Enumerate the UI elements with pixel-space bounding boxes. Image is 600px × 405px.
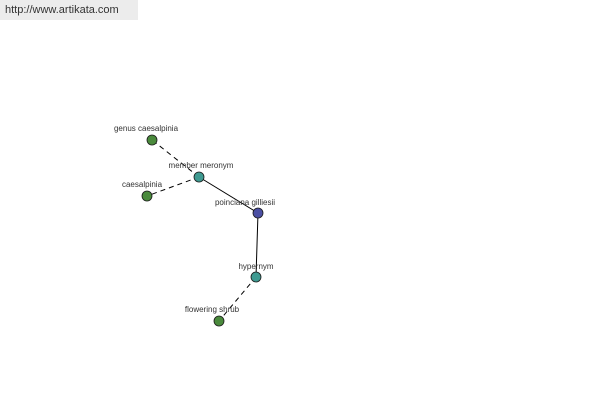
node-label-genus-caesalpinia: genus caesalpinia	[114, 124, 179, 133]
url-watermark: http://www.artikata.com	[0, 0, 138, 20]
node-label-flowering-shrub: flowering shrub	[185, 305, 240, 314]
node-member-meronym[interactable]	[193, 171, 205, 183]
edge-poinciana-member_meronym	[198, 176, 259, 214]
node-label-hypernym: hypernym	[238, 262, 273, 271]
node-label-member-meronym: member meronym	[169, 161, 234, 170]
node-caesalpinia[interactable]	[141, 190, 153, 202]
node-flowering-shrub[interactable]	[213, 315, 225, 327]
edge-poinciana-hypernym	[255, 212, 259, 278]
nodes-layer	[141, 134, 264, 327]
edge-hypernym-flowering_shrub	[218, 276, 257, 322]
node-label-poinciana: poinciana gilliesii	[215, 198, 275, 207]
edges-layer	[146, 139, 259, 322]
labels-layer: poinciana gilliesii member meronym genus c…	[114, 124, 275, 314]
edge-member_meronym-genus_caesalpinia	[151, 139, 200, 178]
node-poinciana[interactable]	[252, 207, 264, 219]
edge-member_meronym-caesalpinia	[146, 176, 200, 197]
node-genus-caesalpinia[interactable]	[146, 134, 158, 146]
node-label-caesalpinia: caesalpinia	[122, 180, 163, 189]
node-hypernym[interactable]	[250, 271, 262, 283]
